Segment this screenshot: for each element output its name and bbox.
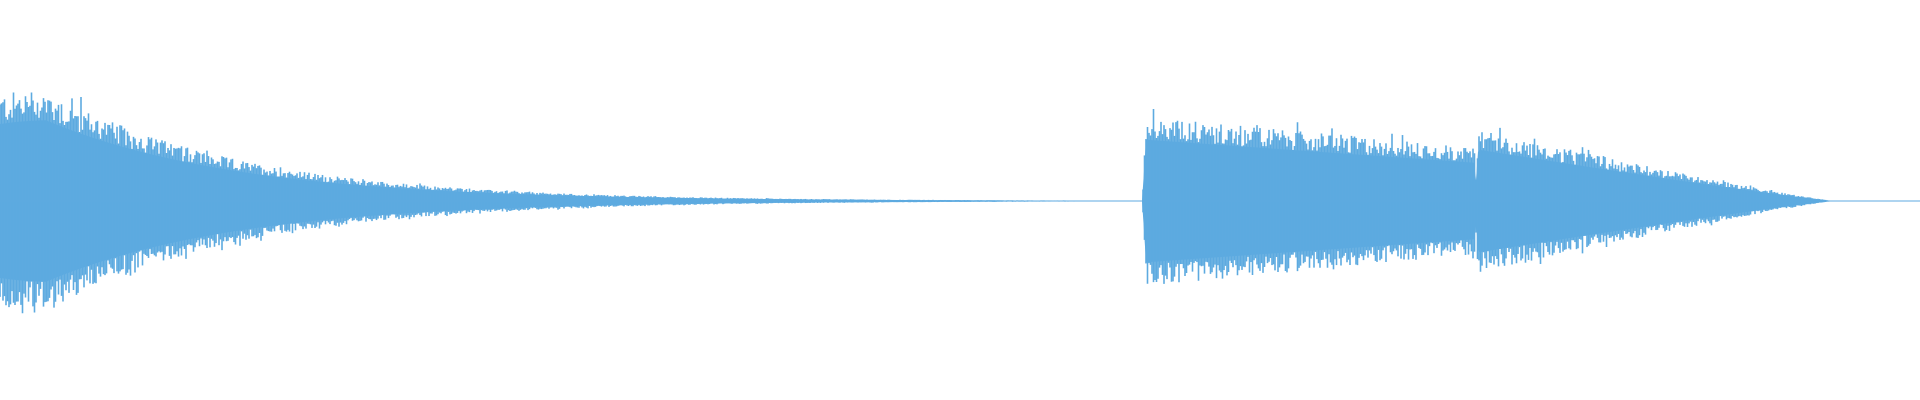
waveform-bars — [0, 92, 1920, 314]
